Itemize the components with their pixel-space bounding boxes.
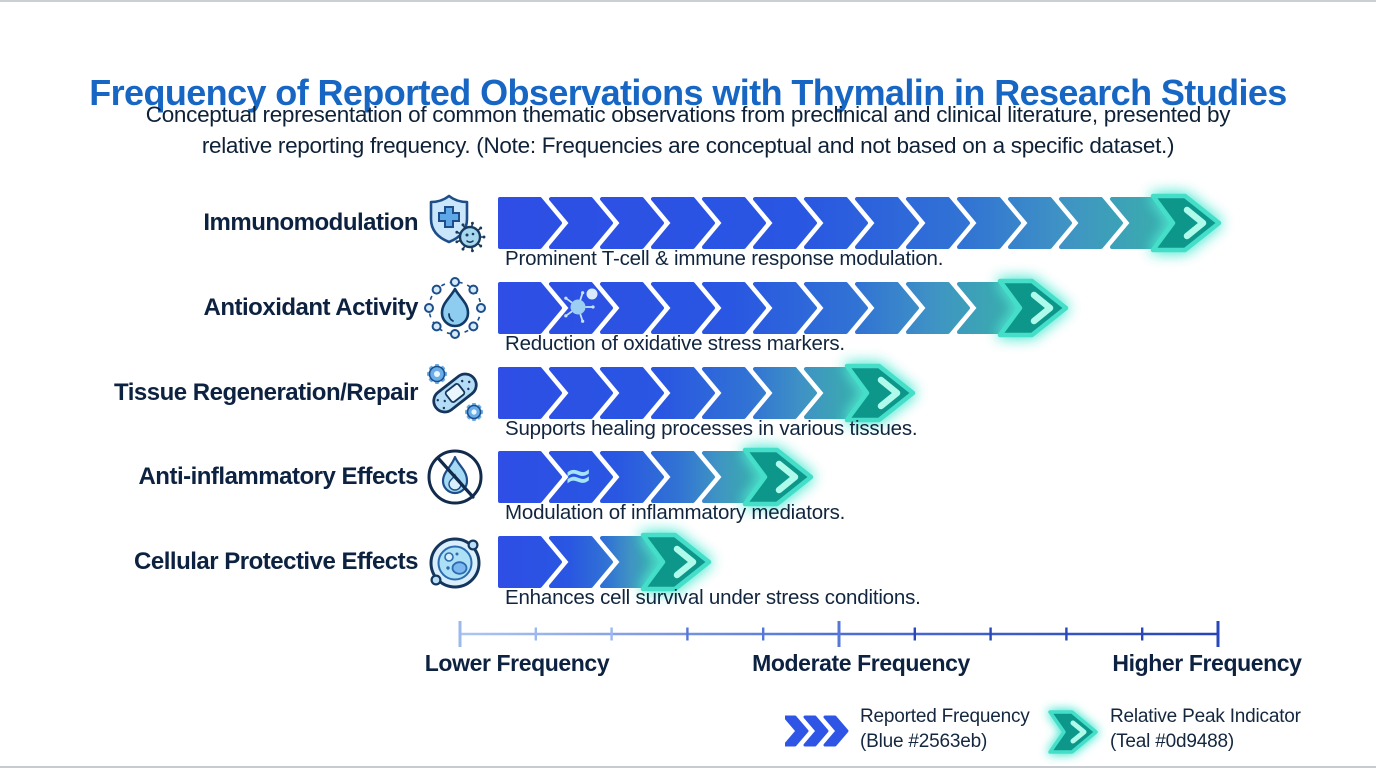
subtitle-line-1: Conceptual representation of common them… [145,102,1231,127]
shield-virus-icon [423,191,487,255]
row-caption: Enhances cell survival under stress cond… [505,586,921,610]
row-caption: Prominent T-cell & immune response modul… [505,247,944,270]
frequency-bar [498,363,916,422]
frequency-axis-svg [458,621,1220,647]
legend-line: (Blue #2563eb) [860,730,988,752]
observation-row: Anti-inflammatory Effects ≈ Modulation o… [0,439,1376,524]
legend-line: Reported Frequency [860,706,1030,727]
teal-peak-icon [1042,706,1104,763]
peak-indicator [844,363,916,422]
row-label: Tissue Regeneration/Repair [114,378,419,406]
molecule-overlay-icon [564,288,598,323]
frequency-bar [498,193,1222,253]
legend-item-reported-frequency: Reported Frequency (Blue #2563eb) [783,700,1040,764]
frequency-bar-wrap [498,357,952,434]
axis-label-moderate: Moderate Frequency [752,650,970,676]
observation-row: Tissue Regeneration/Repair [0,355,1376,440]
frequency-bar-wrap [498,187,1258,264]
row-caption: Reduction of oxidative stress markers. [505,331,845,355]
legend-item-peak-indicator: Relative Peak Indicator (Teal #0d9488) [1042,700,1332,764]
axis-label-lower: Lower Frequency [424,650,610,676]
axis-label-higher: Higher Frequency [1112,650,1302,676]
row-caption: Modulation of inflammatory mediators. [505,501,846,525]
subtitle-line-2: relative reporting frequency. (Note: Fre… [201,133,1175,158]
frequency-axis [0,618,1376,650]
frequency-bar [498,278,1069,338]
observation-row: Cellular Protective Effects Enhances cel… [0,524,1376,609]
droplet-antioxidant-icon [423,276,487,340]
row-label: Antioxidant Activity [203,293,419,321]
peak-indicator [640,532,712,592]
frequency-bar: ≈ [498,448,814,507]
no-flame-icon [423,445,487,509]
frequency-bar-wrap: ≈ [498,441,850,518]
bottom-border [0,766,1376,768]
legend-text: Relative Peak Indicator (Teal #0d9488) [1110,705,1301,754]
frequency-bar-wrap [498,272,1105,349]
blue-chevrons-icon [783,714,853,753]
peak-indicator [1150,193,1222,253]
top-border [0,0,1376,2]
page-subtitle: Conceptual representation of common them… [0,99,1376,161]
frequency-bar-wrap [498,526,748,603]
waves-overlay-icon: ≈ [564,456,593,496]
row-caption: Supports healing processes in various ti… [505,416,918,440]
observation-row: Antioxidant Activity Reduction of oxidat… [0,270,1376,355]
row-label: Immunomodulation [203,209,418,236]
cell-icon [423,530,487,594]
bandage-gears-icon [423,361,487,425]
page-title: Frequency of Reported Observations with … [89,72,1287,114]
legend-text: Reported Frequency (Blue #2563eb) [860,705,1030,754]
peak-indicator [997,278,1069,338]
observation-row: Immunomodulation Prominent T-cell & immu… [0,185,1376,270]
row-label: Cellular Protective Effects [134,548,418,576]
frequency-bar [498,532,712,592]
row-label: Anti-inflammatory Effects [138,463,418,491]
peak-indicator [742,448,814,507]
legend-line: Relative Peak Indicator [1110,706,1301,727]
legend-line: (Teal #0d9488) [1110,730,1234,752]
